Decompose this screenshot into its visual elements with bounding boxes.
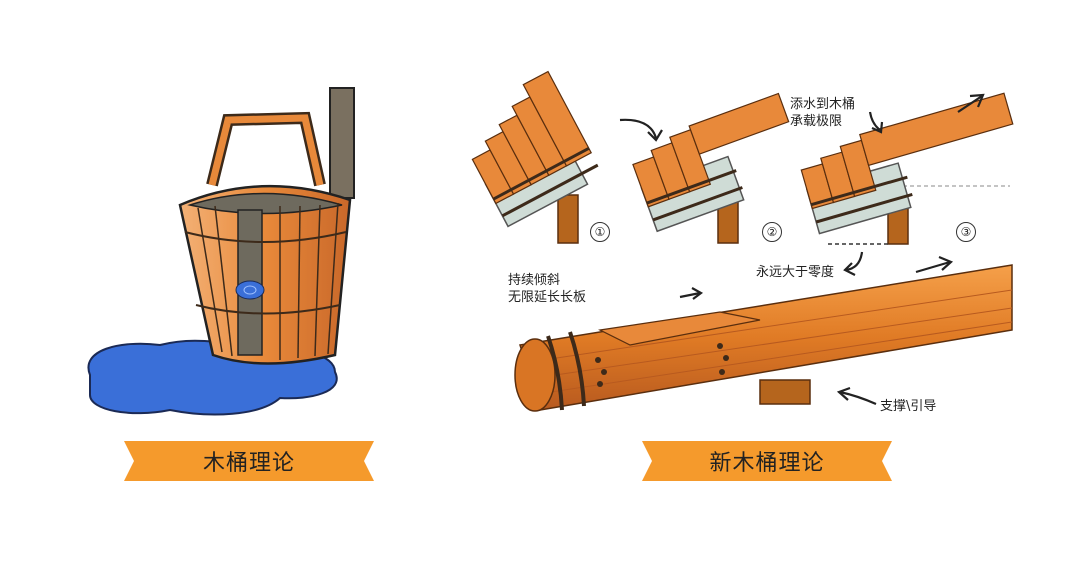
step-number-1: ①: [590, 222, 610, 242]
old-theory-label: 木桶理论: [202, 451, 295, 476]
arrow-up-right: [957, 95, 983, 113]
new-theory-banner: 新木桶理论: [642, 441, 892, 481]
annotation-keep-tilting: 持续倾斜 无限延长长板: [508, 273, 587, 305]
leak-water: [235, 280, 265, 300]
arrow-support: [839, 390, 877, 406]
tall-stave: [329, 87, 355, 199]
annotation-support: 支撑\引导: [880, 399, 937, 414]
new-theory-label: 新木桶理论: [709, 451, 825, 476]
bucket-body: [178, 184, 352, 365]
tilted-bucket-3: [800, 92, 1014, 245]
arrow-fill: [868, 111, 881, 131]
arrow-1-2: [619, 118, 658, 139]
annotation-above-zero: 永远大于零度: [756, 265, 835, 280]
old-bucket-illustration: [87, 87, 355, 416]
support-block: [759, 379, 811, 405]
step-number-3: ③: [956, 222, 976, 242]
step-number-2: ②: [762, 222, 782, 242]
old-theory-banner: 木桶理论: [124, 441, 374, 481]
long-bucket-illustration: [514, 264, 1013, 412]
step-arrows: [619, 93, 985, 406]
arrow-right-3: [915, 260, 951, 274]
tilted-bucket-1: [471, 70, 599, 244]
annotation-fill-limit: 添水到木桶 承载极限: [790, 97, 856, 129]
arrow-zero: [845, 251, 864, 272]
arrow-extend: [679, 291, 701, 299]
tilted-bucket-2: [632, 92, 790, 244]
